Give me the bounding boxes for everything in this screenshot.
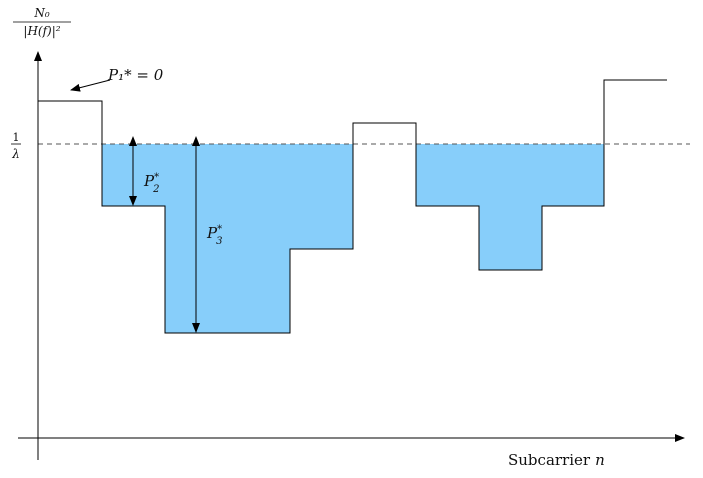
water-level-label-denominator: λ [11,147,20,161]
y-axis-label-denominator: |H(f)|² [23,24,60,38]
p2-label: P*2 [143,172,159,195]
p3-label: P*3 [206,224,222,247]
water-fill-region-2 [416,144,604,270]
water-fill-region-1 [102,144,353,333]
channel-profile [38,79,667,334]
p1-label: P₁* = 0 [107,66,164,84]
water-level-label-numerator: 1 [13,131,20,144]
y-axis-label-numerator: N₀ [33,6,50,20]
p1-arrow [70,79,111,92]
